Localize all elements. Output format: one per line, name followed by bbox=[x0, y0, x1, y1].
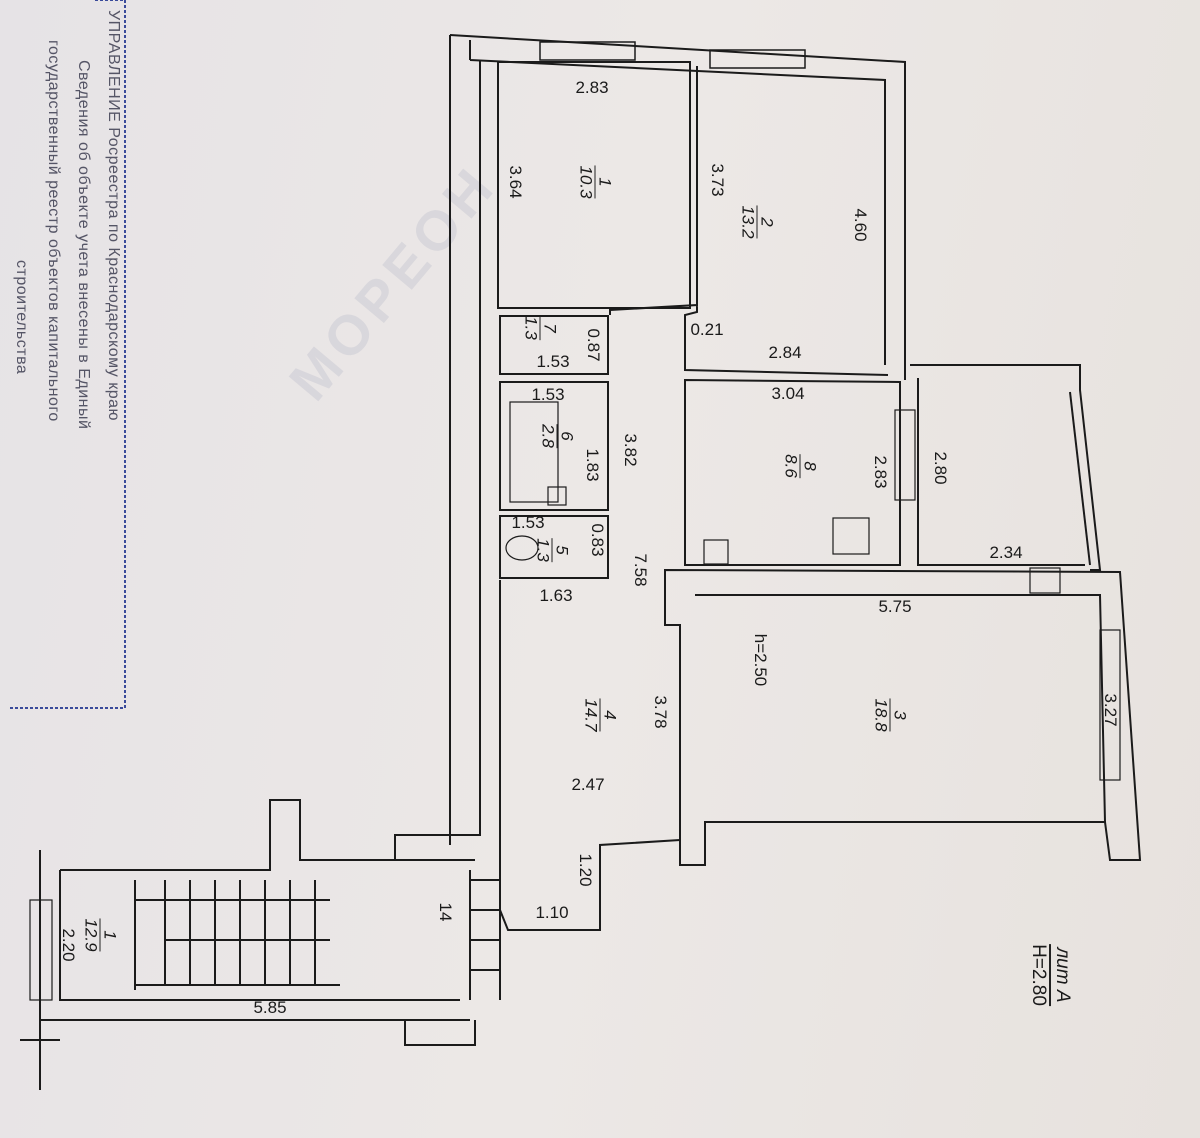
dimension: 7.58 bbox=[631, 553, 650, 587]
dimension: 14 bbox=[436, 902, 455, 922]
dimension: 1.53 bbox=[536, 352, 570, 371]
dimension: 0.87 bbox=[584, 328, 603, 362]
dimension: 2.20 bbox=[59, 928, 78, 962]
dimension: 3.64 bbox=[506, 165, 525, 199]
dimension: 1.10 bbox=[535, 903, 569, 922]
registry-stamp: УПРАВЛЕНИЕ Росреестра по Краснодарскому … bbox=[0, 0, 130, 712]
dimension: 3.04 bbox=[771, 384, 805, 403]
dimension: 5.75 bbox=[878, 597, 912, 616]
ceiling-height: h=2.50 bbox=[751, 633, 770, 687]
dimension: 3.78 bbox=[651, 695, 670, 729]
dimension: 3.27 bbox=[1101, 693, 1120, 727]
dimension: 3.82 bbox=[621, 433, 640, 467]
dimension: 1.53 bbox=[511, 513, 545, 532]
dimension: 2.84 bbox=[768, 343, 802, 362]
dimension: 2.80 bbox=[931, 451, 950, 485]
dimension: 2.34 bbox=[989, 543, 1023, 562]
dimension: 1.53 bbox=[531, 385, 565, 404]
dimension: 0.21 bbox=[690, 320, 724, 339]
dimension: 4.60 bbox=[851, 208, 870, 242]
dimension: 0.83 bbox=[588, 523, 607, 557]
dimension: 2.47 bbox=[571, 775, 605, 794]
dimension: 2.83 bbox=[871, 455, 890, 489]
dimension: 1.63 bbox=[539, 586, 573, 605]
dimension: 1.20 bbox=[576, 853, 595, 887]
dimension: 1.83 bbox=[583, 448, 602, 482]
dimension: 3.73 bbox=[708, 163, 727, 197]
dimension: 5.85 bbox=[253, 998, 287, 1017]
dimension: 2.83 bbox=[575, 78, 609, 97]
